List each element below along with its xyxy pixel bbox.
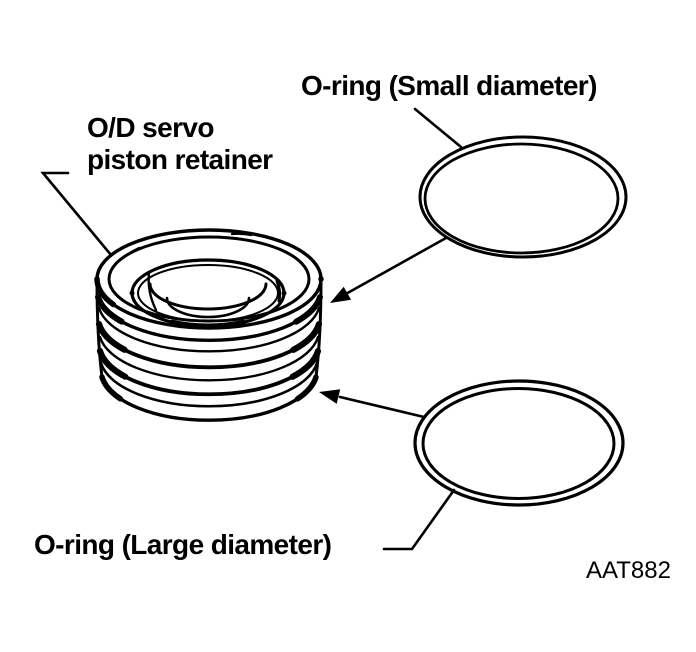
arrow-large-oring-to-groove — [319, 389, 426, 419]
leader-line-large-oring — [382, 488, 456, 551]
figure-code: AAT882 — [586, 557, 671, 584]
leader-line-small-oring — [413, 107, 463, 149]
arrow-small-oring-to-groove — [330, 236, 448, 303]
large-oring-drawing — [413, 379, 625, 507]
label-retainer-line1: O/D servo — [87, 112, 214, 143]
label-retainer-line2: piston retainer — [87, 144, 273, 175]
label-small-oring: O-ring (Small diameter) — [301, 70, 597, 101]
servo-piston-retainer-drawing — [94, 228, 324, 423]
label-large-oring: O-ring (Large diameter) — [34, 529, 332, 560]
small-oring-drawing — [418, 135, 628, 259]
label-retainer: O/D servo piston retainer — [87, 112, 273, 176]
arrowhead-lower — [319, 389, 341, 404]
arrowhead-upper — [330, 286, 352, 303]
leader-line-retainer — [40, 171, 113, 257]
